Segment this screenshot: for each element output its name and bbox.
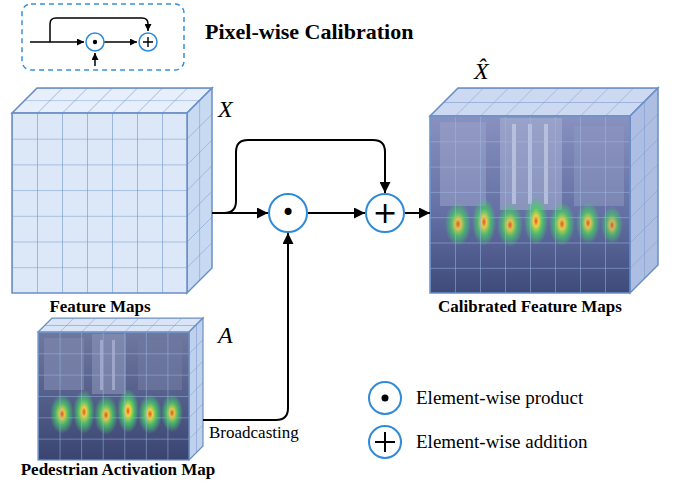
tensor-symbol: X: [218, 96, 233, 122]
connector-arrow: [308, 212, 365, 214]
legend: Element-wise productElement-wise additio…: [366, 376, 587, 464]
legend-text: Element-wise product: [416, 387, 583, 409]
connector-arrow: [405, 212, 430, 214]
calibrated-cube: [430, 88, 658, 293]
operator-symbol: +: [372, 198, 397, 228]
cube-caption: Calibrated Feature Maps: [438, 298, 622, 317]
activation-cube: [38, 318, 203, 460]
legend-symbol: [366, 379, 404, 417]
legend-entry: Element-wise addition: [366, 420, 587, 464]
addition-operator: +: [365, 193, 405, 233]
legend-entry: Element-wise product: [366, 376, 587, 420]
mini-calibration: [22, 4, 184, 70]
cube-caption: Feature Maps: [49, 298, 150, 317]
cube-caption: Pedestrian Activation Map: [21, 461, 216, 480]
tensor-symbol: X̂: [474, 58, 489, 84]
module-title: Pixel-wise Calibration: [205, 20, 413, 44]
edge-label: Broadcasting: [207, 424, 301, 443]
legend-symbol: [366, 423, 404, 461]
legend-text: Element-wise addition: [416, 431, 587, 453]
tensor-symbol: A: [218, 322, 233, 348]
connector-arrow: [203, 233, 288, 420]
calibrated-map-node: X̂Calibrated Feature Maps: [430, 88, 658, 293]
feature-cube: [12, 88, 212, 293]
activation-map-node: APedestrian Activation Map: [38, 318, 203, 460]
product-operator: •: [268, 193, 308, 233]
operator-symbol: •: [281, 201, 295, 225]
feature-map-node: XFeature Maps: [12, 88, 212, 293]
